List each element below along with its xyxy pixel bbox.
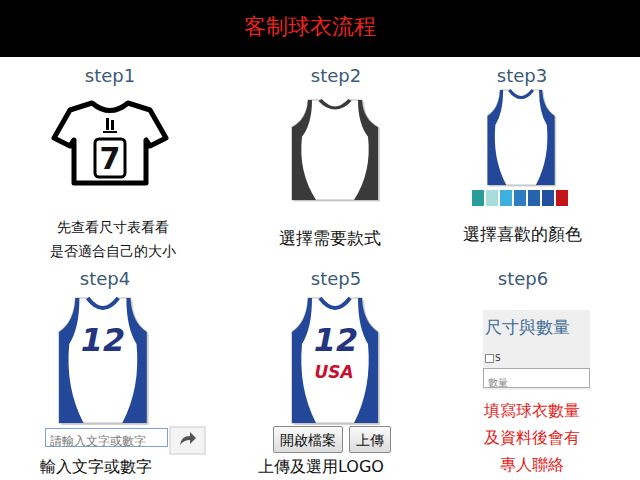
jersey-logo (292, 298, 380, 425)
node-text: 開啟檔案 (280, 432, 336, 448)
jersey-number (59, 298, 149, 425)
node-text: 尺寸與數量 (485, 316, 570, 338)
step-heading: step2 (311, 64, 361, 87)
checkbox-square (485, 354, 494, 363)
text-input: 請輸入文字或數字 (45, 428, 168, 447)
step-caption: 先查看尺寸表看看 是否適合自己的大小 (49, 215, 177, 263)
jersey-style (292, 100, 380, 202)
submit-button (170, 427, 205, 454)
step-heading: step1 (85, 64, 135, 87)
color-swatches (472, 190, 568, 206)
open-file-button: 開啟檔案 (273, 426, 343, 453)
title-text: 客制球衣流程 (244, 12, 376, 42)
step-heading: step3 (497, 64, 547, 87)
jersey-logo-text: USA (314, 361, 353, 383)
tshirt-icon (54, 103, 166, 183)
node-text: 數量 (488, 376, 508, 390)
step-caption: 輸入文字或數字 (40, 456, 152, 478)
node-text: 上傳 (356, 432, 384, 448)
step-heading: step4 (80, 267, 130, 290)
jersey-number: 12 (314, 320, 359, 360)
upload-button: 上傳 (349, 426, 391, 453)
quantity-input: 數量 (483, 368, 590, 388)
tshirt-logo (103, 118, 117, 133)
step-caption: 上傳及選用LOGO (258, 456, 384, 478)
number-frame (95, 139, 125, 177)
arrow-icon (180, 432, 196, 445)
node-text: S (495, 352, 501, 364)
step-heading: step6 (498, 267, 548, 290)
contact-note: 填寫球衣數量 及資料後會有 專人聯絡 (483, 397, 581, 478)
step-caption: 選擇需要款式 (279, 227, 381, 249)
node-text: 請輸入文字或數字 (50, 434, 146, 449)
jersey-color (488, 90, 557, 187)
jersey-number: 12 (81, 320, 126, 360)
size-quantity-panel: 尺寸與數量 S 數量 (483, 310, 590, 390)
step-caption: 選擇喜歡的顏色 (463, 223, 582, 245)
step-heading: step5 (311, 267, 361, 290)
jersey-number: 7 (100, 140, 121, 178)
title-bar (0, 0, 640, 57)
